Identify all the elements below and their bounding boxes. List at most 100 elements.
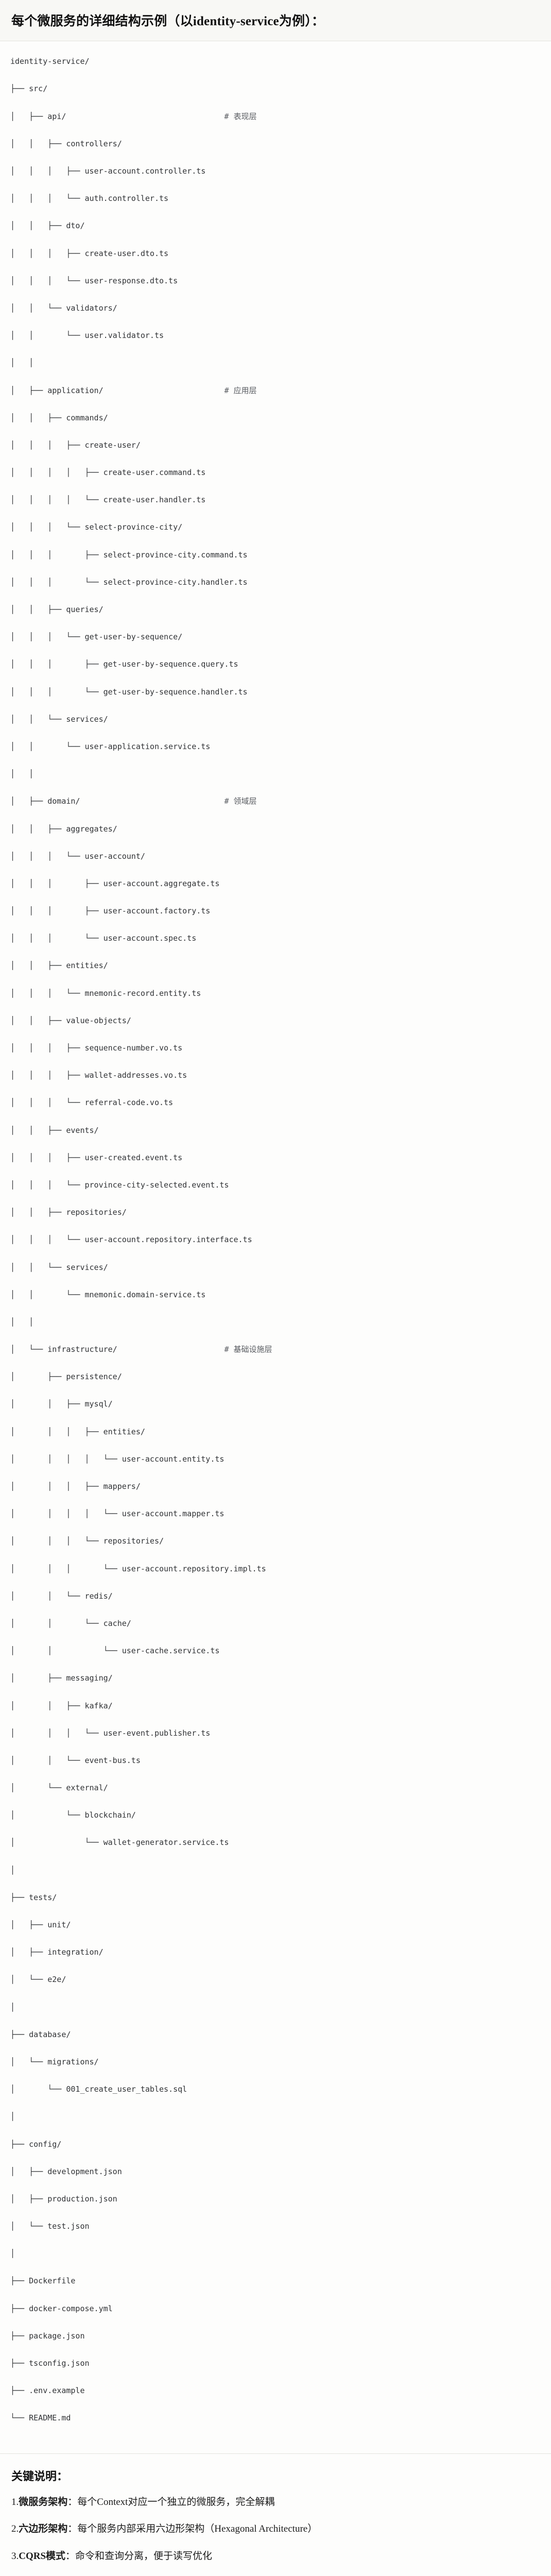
directory-tree-block: identity-service/ ├── src/ │ ├── api/ # … <box>0 41 551 2454</box>
tree-path: │ │ ├── queries/ <box>10 605 104 614</box>
tree-row: │ │ │ ├── user-account.aggregate.ts <box>10 877 551 891</box>
tree-path: │ │ │ └── user-event.publisher.ts <box>10 1728 211 1738</box>
tree-comment: # 领域层 <box>224 796 257 806</box>
tree-row: ├── database/ <box>10 2028 551 2042</box>
tree-path: │ │ │ ├── mappers/ <box>10 1482 141 1491</box>
tree-path: │ │ │ ├── user-account.controller.ts <box>10 166 206 176</box>
tree-path: │ │ │ ├── user-account.factory.ts <box>10 906 211 916</box>
tree-path: │ │ │ ├── wallet-addresses.vo.ts <box>10 1071 187 1080</box>
tree-path: │ │ └── user.validator.ts <box>10 331 164 341</box>
tree-path: │ │ <box>10 769 34 779</box>
tree-row: │ │ │ └── auth.controller.ts <box>10 192 551 206</box>
tree-row: │ │ │ └── user-account/ <box>10 850 551 863</box>
tree-path: │ <box>10 1865 15 1875</box>
tree-path: │ │ │ ├── get-user-by-sequence.query.ts <box>10 659 238 669</box>
tree-row: │ <box>10 1863 551 1877</box>
tree-row: │ │ │ └── select-province-city.handler.t… <box>10 575 551 589</box>
tree-row: │ │ ├── commands/ <box>10 411 551 425</box>
key-note-number: 1. <box>11 2496 19 2507</box>
key-notes-title: 关键说明： <box>11 2469 68 2483</box>
tree-row: │ │ │ ├── sequence-number.vo.ts <box>10 1041 551 1055</box>
tree-row: │ │ ├── aggregates/ <box>10 822 551 836</box>
tree-path: │ │ │ ├── user-account.aggregate.ts <box>10 878 220 888</box>
tree-row: │ │ │ └── repositories/ <box>10 1534 551 1548</box>
tree-path: ├── tests/ <box>10 1892 57 1902</box>
tree-path: │ │ │ ├── sequence-number.vo.ts <box>10 1043 183 1053</box>
key-note-item: 2.六边形架构：每个服务内部采用六边形架构（Hexagonal Architec… <box>11 2522 540 2537</box>
tree-row: │ ├── persistence/ <box>10 1370 551 1384</box>
tree-row: ├── package.json <box>10 2329 551 2343</box>
tree-row: │ │ │ └── province-city-selected.event.t… <box>10 1178 551 1192</box>
tree-row: │ │ ├── dto/ <box>10 219 551 233</box>
key-note-description: ：每个Context对应一个独立的微服务，完全解耦 <box>67 2496 275 2507</box>
tree-path: │ │ └── user-application.service.ts <box>10 741 211 751</box>
tree-row: │ ├── api/ # 表现层 <box>10 110 551 124</box>
tree-row: │ │ │ ├── create-user/ <box>10 438 551 452</box>
tree-path: ├── database/ <box>10 2029 71 2039</box>
tree-path: │ │ │ │ └── create-user.handler.ts <box>10 495 206 505</box>
tree-row: │ │ <box>10 767 551 781</box>
tree-row: │ └── test.json <box>10 2219 551 2233</box>
tree-row: │ └── 001_create_user_tables.sql <box>10 2082 551 2096</box>
tree-path: │ │ ├── dto/ <box>10 221 85 231</box>
tree-path: │ │ │ └── select-province-city/ <box>10 522 183 532</box>
tree-path: identity-service/ <box>10 57 90 66</box>
tree-path: │ │ │ └── user-account.spec.ts <box>10 934 197 943</box>
tree-path: │ └── external/ <box>10 1783 108 1793</box>
tree-gap <box>117 1345 225 1354</box>
tree-path: │ │ │ └── mnemonic-record.entity.ts <box>10 988 201 998</box>
key-note-number: 2. <box>11 2523 19 2535</box>
tree-path: │ └── 001_create_user_tables.sql <box>10 2084 187 2094</box>
tree-row: │ │ │ ├── user-account.factory.ts <box>10 904 551 918</box>
tree-row: │ │ ├── kafka/ <box>10 1699 551 1713</box>
key-note-number: 3. <box>11 2550 19 2562</box>
tree-row: │ │ └── services/ <box>10 1261 551 1275</box>
tree-path: │ │ │ └── select-province-city.handler.t… <box>10 577 248 587</box>
tree-path: │ │ │ └── user-account.repository.impl.t… <box>10 1564 266 1573</box>
tree-row: │ │ │ └── get-user-by-sequence/ <box>10 630 551 644</box>
tree-path: │ │ ├── controllers/ <box>10 139 122 148</box>
tree-path: │ │ └── redis/ <box>10 1591 113 1601</box>
tree-path: │ <box>10 2002 15 2012</box>
tree-row: │ │ ├── controllers/ <box>10 137 551 151</box>
tree-row: │ <box>10 2247 551 2261</box>
tree-path: │ │ ├── value-objects/ <box>10 1015 131 1025</box>
tree-path: │ │ └── cache/ <box>10 1618 131 1628</box>
tree-path: │ │ │ └── get-user-by-sequence.handler.t… <box>10 687 248 697</box>
tree-path: │ │ └── services/ <box>10 1262 108 1272</box>
tree-path: │ └── e2e/ <box>10 1975 66 1985</box>
tree-path: │ ├── messaging/ <box>10 1673 113 1683</box>
tree-row: identity-service/ <box>10 55 551 69</box>
tree-row: │ │ │ ├── get-user-by-sequence.query.ts <box>10 657 551 671</box>
tree-path: │ │ │ ├── create-user/ <box>10 440 141 450</box>
tree-row: │ │ └── event-bus.ts <box>10 1754 551 1768</box>
tree-row: │ │ │ ├── user-account.controller.ts <box>10 164 551 178</box>
tree-row: │ │ └── mnemonic.domain-service.ts <box>10 1288 551 1302</box>
tree-path: │ ├── production.json <box>10 2194 117 2204</box>
tree-row: │ │ ├── events/ <box>10 1124 551 1138</box>
tree-row: │ │ │ │ ├── create-user.command.ts <box>10 466 551 480</box>
tree-row: │ │ │ └── get-user-by-sequence.handler.t… <box>10 685 551 699</box>
tree-row: │ │ └── services/ <box>10 713 551 726</box>
tree-path: │ │ ├── kafka/ <box>10 1701 113 1710</box>
tree-row: │ ├── development.json <box>10 2165 551 2179</box>
tree-gap <box>104 386 225 395</box>
tree-path: │ │ └── services/ <box>10 714 108 724</box>
tree-path: │ │ ├── commands/ <box>10 413 108 422</box>
tree-row: │ │ │ │ └── user-account.mapper.ts <box>10 1507 551 1521</box>
tree-path: │ ├── unit/ <box>10 1920 71 1929</box>
tree-row: │ <box>10 2001 551 2014</box>
directory-tree: identity-service/ ├── src/ │ ├── api/ # … <box>0 55 551 2438</box>
tree-path: │ └── test.json <box>10 2222 90 2231</box>
tree-path: │ │ └── validators/ <box>10 303 117 313</box>
tree-path: │ │ │ │ ├── create-user.command.ts <box>10 468 206 478</box>
tree-path: │ │ │ └── province-city-selected.event.t… <box>10 1180 229 1190</box>
tree-path: │ │ │ ├── entities/ <box>10 1427 145 1436</box>
tree-gap <box>80 796 224 806</box>
tree-path: │ │ ├── events/ <box>10 1125 99 1135</box>
tree-row: │ └── infrastructure/ # 基础设施层 <box>10 1343 551 1357</box>
tree-row: ├── docker-compose.yml <box>10 2302 551 2316</box>
tree-path: │ ├── domain/ <box>10 796 80 806</box>
